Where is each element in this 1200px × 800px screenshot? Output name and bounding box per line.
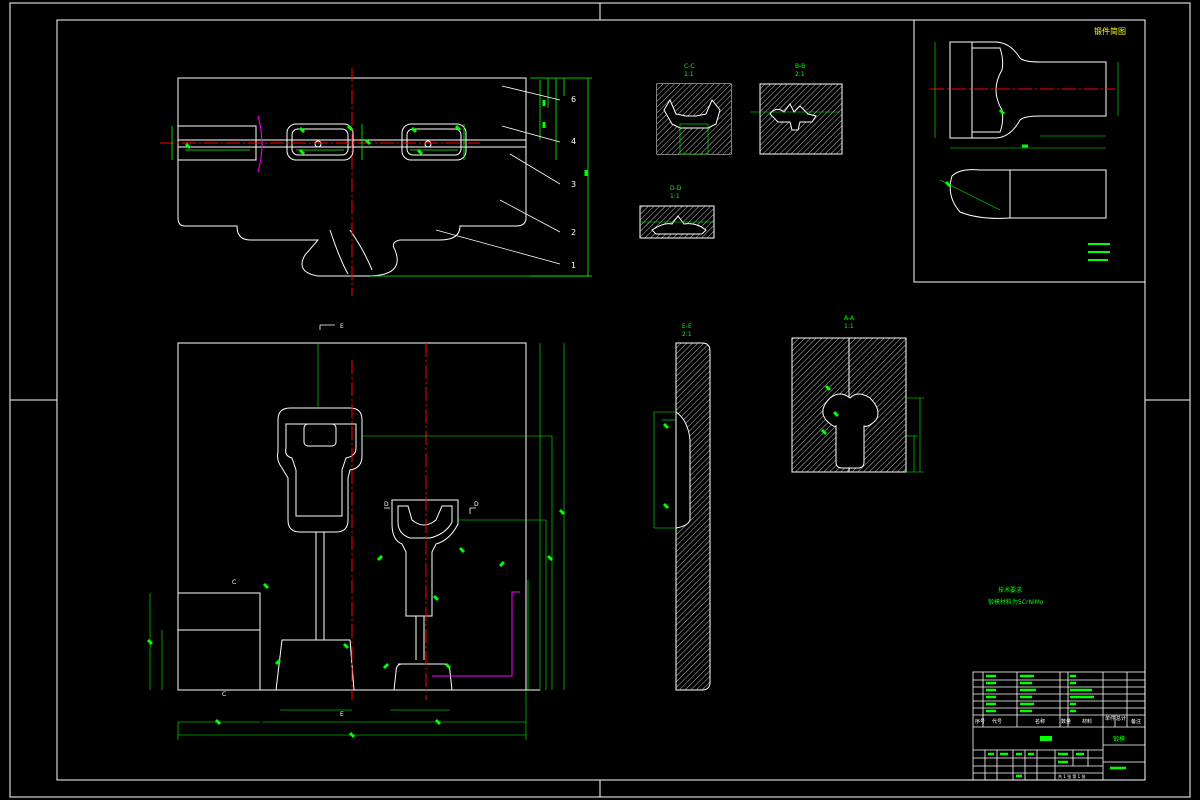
part-number-3: 3	[571, 180, 576, 189]
inset-title: 锻件简图	[1094, 26, 1126, 36]
section-mark-c-2: C	[222, 691, 226, 698]
title-block-header-qty: 数量	[1061, 718, 1071, 725]
section-e-scale: 2:1	[682, 331, 692, 338]
section-a-scale: 1:1	[844, 323, 854, 330]
section-mark-d-2: D	[384, 501, 389, 508]
part-number-6: 6	[571, 95, 576, 104]
section-d-d: D-D 1:1	[639, 185, 715, 239]
section-mark-e-1: E	[340, 323, 344, 330]
notes-title: 技术要求	[998, 586, 1022, 594]
title-block-header-remark: 备注	[1131, 718, 1141, 725]
title-block-header-unit: 单件	[1105, 715, 1115, 722]
notes-line-1: 锻模材料为5CrNiMo	[988, 598, 1044, 606]
section-c-scale: 1:1	[684, 71, 694, 78]
drawing-frame	[9, 2, 1191, 798]
front-view: E E D D C C	[146, 323, 566, 740]
title-block-header-code: 代号	[992, 718, 1002, 725]
title-block-company-mark	[1040, 736, 1052, 741]
technical-notes: 技术要求 锻模材料为5CrNiMo	[988, 586, 1044, 606]
forging-sketch-inset: 锻件简图	[913, 19, 1146, 283]
section-e-e: E-E 2:1	[653, 323, 711, 691]
title-block-header-total: 总计	[1116, 715, 1126, 722]
section-d-title: D-D	[670, 185, 682, 192]
section-mark-e-2: E	[340, 711, 344, 718]
title-block-header-material: 材料	[1082, 718, 1092, 725]
section-b-scale: 2:1	[795, 71, 805, 78]
title-block-drawing-name: 锻模	[1113, 735, 1125, 743]
section-d-scale: 1:1	[670, 193, 680, 200]
title-block-sheet: 共 1 张 第 1 张	[1058, 773, 1085, 779]
part-number-4: 4	[571, 137, 576, 146]
part-number-1: 1	[571, 261, 576, 270]
section-b-title: B-B	[795, 63, 805, 70]
section-mark-d-1: D	[474, 501, 479, 508]
section-a-title: A-A	[844, 315, 855, 322]
section-c-title: C-C	[684, 63, 695, 70]
section-mark-c-1: C	[232, 579, 236, 586]
section-b-b: B-B 2:1	[750, 63, 843, 155]
part-number-2: 2	[571, 228, 576, 237]
title-block-header-name: 名称	[1035, 718, 1045, 725]
section-e-title: E-E	[682, 323, 692, 330]
top-view: 6 4 3 2 1	[160, 68, 592, 296]
title-block-header-index: 序号	[975, 718, 985, 725]
title-block: 序号 代号 名称 数量 材料 单件 总计 备注 锻模 共 1 张 第 1 张	[972, 671, 1146, 781]
section-c-c: C-C 1:1	[656, 63, 732, 155]
section-a-a: A-A 1:1	[791, 315, 924, 473]
